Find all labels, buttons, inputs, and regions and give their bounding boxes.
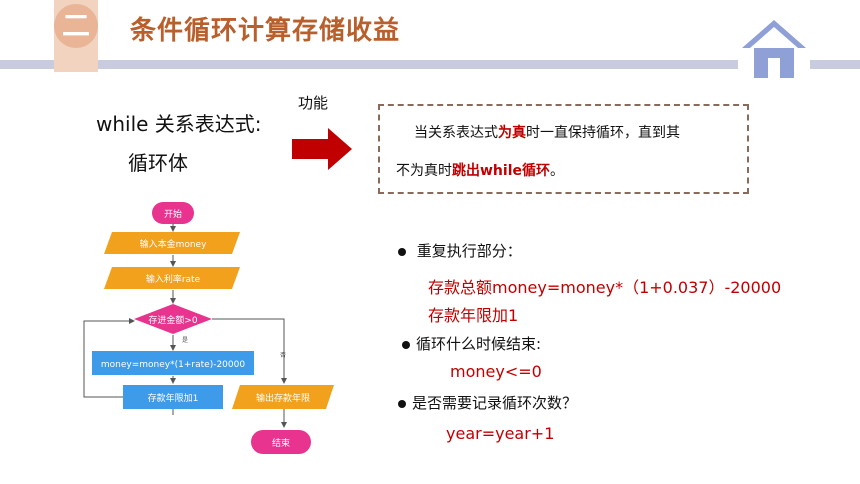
flow-count-text: 存款年限加1	[148, 392, 199, 404]
flow-count	[123, 385, 223, 409]
bullet-icon	[398, 247, 406, 256]
description-box	[378, 104, 749, 194]
flow-update	[92, 351, 254, 375]
bullet-icon	[402, 340, 410, 349]
flow-start	[152, 202, 194, 224]
right-arrow-icon	[292, 128, 352, 170]
note-item-2-line: money<=0	[450, 362, 542, 381]
function-label: 功能	[298, 94, 329, 112]
flow-output-text: 输出存款年限	[256, 392, 310, 404]
flow-input-money-text: 输入本金money	[140, 238, 208, 250]
flow-start-text: 开始	[164, 208, 182, 220]
note-item-2: 循环什么时候结束:	[402, 333, 541, 354]
flow-input-rate	[104, 267, 240, 289]
flow-end-text: 结束	[272, 437, 290, 449]
flow-input-rate-text: 输入利率rate	[146, 273, 201, 285]
note-item-1-line-1: 存款总额money=money*（1+0.037）-20000	[428, 278, 782, 297]
note-item-1-line-2: 存款年限加1	[428, 306, 519, 325]
header-band	[0, 60, 860, 69]
flow-update-text: money=money*(1+rate)-20000	[101, 360, 245, 370]
bullet-icon	[398, 399, 406, 408]
page-title: 条件循环计算存储收益	[130, 16, 401, 46]
flow-end	[251, 430, 311, 454]
flow-no-label: 否	[280, 352, 286, 359]
loop-body-label: 循环体	[128, 151, 188, 175]
home-icon[interactable]	[738, 14, 810, 82]
flow-yes-label: 是	[182, 337, 188, 344]
flow-condition-text: 存进金额>0	[148, 314, 198, 326]
description-line-1: 当关系表达式为真时一直保持循环，直到其	[414, 125, 680, 141]
note-item-3: 是否需要记录循环次数？	[398, 392, 577, 413]
flowchart: 开始 输入本金money 输入利率rate 存进金额>0 是 否 money=m…	[83, 202, 334, 454]
while-expression: while 关系表达式:	[96, 112, 262, 136]
description-line-2: 不为真时跳出while循环。	[396, 163, 564, 179]
note-item-3-line: year=year+1	[446, 424, 555, 443]
note-item-1: 重复执行部分：	[398, 240, 522, 261]
section-badge: 二	[54, 4, 98, 48]
flow-input-money	[104, 232, 240, 254]
flow-output	[232, 385, 334, 409]
flow-condition	[134, 304, 212, 334]
